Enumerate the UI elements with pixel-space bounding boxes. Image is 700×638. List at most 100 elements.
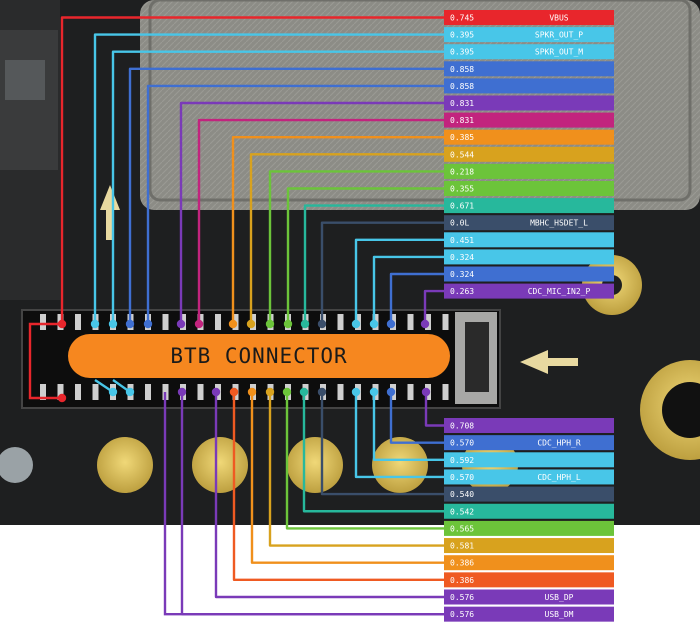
pin-name-box <box>488 538 614 554</box>
pin-wire <box>286 187 444 324</box>
pin-dot <box>246 319 256 329</box>
pin-dot <box>283 319 293 329</box>
pin-wire <box>146 84 444 324</box>
connector-contact <box>442 384 449 400</box>
pin-dot <box>125 319 135 329</box>
pin-wire <box>163 392 444 616</box>
pin-name: USB_DP <box>545 593 574 602</box>
pin-dot <box>265 387 275 397</box>
screw-head <box>0 447 33 483</box>
pin-name-box <box>488 95 614 111</box>
pin-value: 0.385 <box>450 133 474 142</box>
pin-dot <box>57 393 67 403</box>
connector-contact <box>197 384 204 400</box>
pin-value-box <box>444 503 488 519</box>
pin-value: 0.745 <box>450 14 474 23</box>
pin-wire <box>320 392 444 496</box>
pin-value-box <box>444 198 488 214</box>
gold-pad <box>287 437 343 493</box>
pin-value: 0.576 <box>450 610 474 619</box>
pin-name-box <box>488 10 614 25</box>
pin-dot <box>125 387 135 397</box>
pin-name-box <box>488 452 614 468</box>
pin-name-box <box>488 27 614 43</box>
connector-contact <box>145 384 151 400</box>
pin-wire <box>320 221 444 324</box>
pin-wire <box>302 392 444 513</box>
pin-value-box <box>444 520 488 536</box>
pin-name-box <box>488 61 614 77</box>
pin-value: 0.0L <box>450 219 469 228</box>
pin-dot <box>90 319 100 329</box>
pin-dot <box>351 319 361 329</box>
pin-value: 0.324 <box>450 270 474 279</box>
pin-dot <box>317 319 327 329</box>
pin-dot <box>211 387 221 397</box>
pin-wire <box>354 392 444 479</box>
pin-name-box <box>488 486 614 502</box>
pin-dot <box>194 319 204 329</box>
pin-name-box <box>488 418 614 433</box>
pin-dot <box>386 319 396 329</box>
pin-dot <box>351 387 361 397</box>
pin-value: 0.831 <box>450 116 474 125</box>
pin-value-box <box>444 95 488 111</box>
connector-contact <box>407 314 414 330</box>
pin-wire <box>231 135 444 324</box>
connector-contact <box>75 384 81 400</box>
pin-dot <box>229 387 239 397</box>
metal-shield-edge <box>148 0 692 202</box>
pin-name-box <box>488 198 614 214</box>
pin-value-box <box>444 589 488 605</box>
side-component-block <box>5 60 45 100</box>
pin-value-box <box>444 181 488 196</box>
pin-value-box <box>444 555 488 571</box>
pin-wire <box>249 153 444 324</box>
pin-value: 0.542 <box>450 507 474 516</box>
pin-name-box <box>488 283 614 299</box>
gold-pad-hole <box>662 382 700 438</box>
pin-dot <box>300 319 310 329</box>
connector-contact <box>337 384 344 400</box>
pin-name-box <box>488 469 614 485</box>
pin-value-box <box>444 27 488 43</box>
pin-name: CDC_HPH_R <box>537 439 581 448</box>
pin-value-box <box>444 78 488 94</box>
connector-contact <box>215 314 221 330</box>
pin-value-box <box>444 283 488 299</box>
pin-dot <box>299 387 309 397</box>
pin-value-box <box>444 486 488 502</box>
pin-value: 0.858 <box>450 65 474 74</box>
pin-value-box <box>444 163 488 179</box>
pin-name: USB_DM <box>545 610 574 619</box>
pin-wire <box>128 67 444 324</box>
pin-name-box <box>488 555 614 571</box>
pin-value: 0.355 <box>450 185 474 194</box>
pin-name: CDC_MIC_IN2_P <box>528 287 591 296</box>
pin-value: 0.858 <box>450 82 474 91</box>
pin-value: 0.218 <box>450 167 474 176</box>
pin-dot <box>386 387 396 397</box>
pin-value-box <box>444 112 488 128</box>
pin-wire <box>93 33 444 324</box>
pin-name-box <box>488 503 614 519</box>
pin-value-box <box>444 129 488 145</box>
pin-wire <box>389 272 444 324</box>
pin-name-box <box>488 112 614 128</box>
pin-wire <box>268 392 444 547</box>
vbus-loop-wire <box>28 322 62 400</box>
pin-wire <box>285 392 444 530</box>
pin-name-box <box>488 232 614 248</box>
pin-value-box <box>444 435 488 451</box>
pin-value-box <box>444 249 488 265</box>
pin-dot <box>108 319 118 329</box>
pin-value-box <box>444 146 488 162</box>
pin-value: 0.386 <box>450 559 474 568</box>
pin-wire <box>111 50 444 324</box>
pin-wire <box>214 392 444 599</box>
pin-value-box <box>444 215 488 231</box>
pin-value-box <box>444 452 488 468</box>
pin-wire <box>250 392 444 564</box>
pin-name-box <box>488 129 614 145</box>
pin-value: 0.831 <box>450 99 474 108</box>
